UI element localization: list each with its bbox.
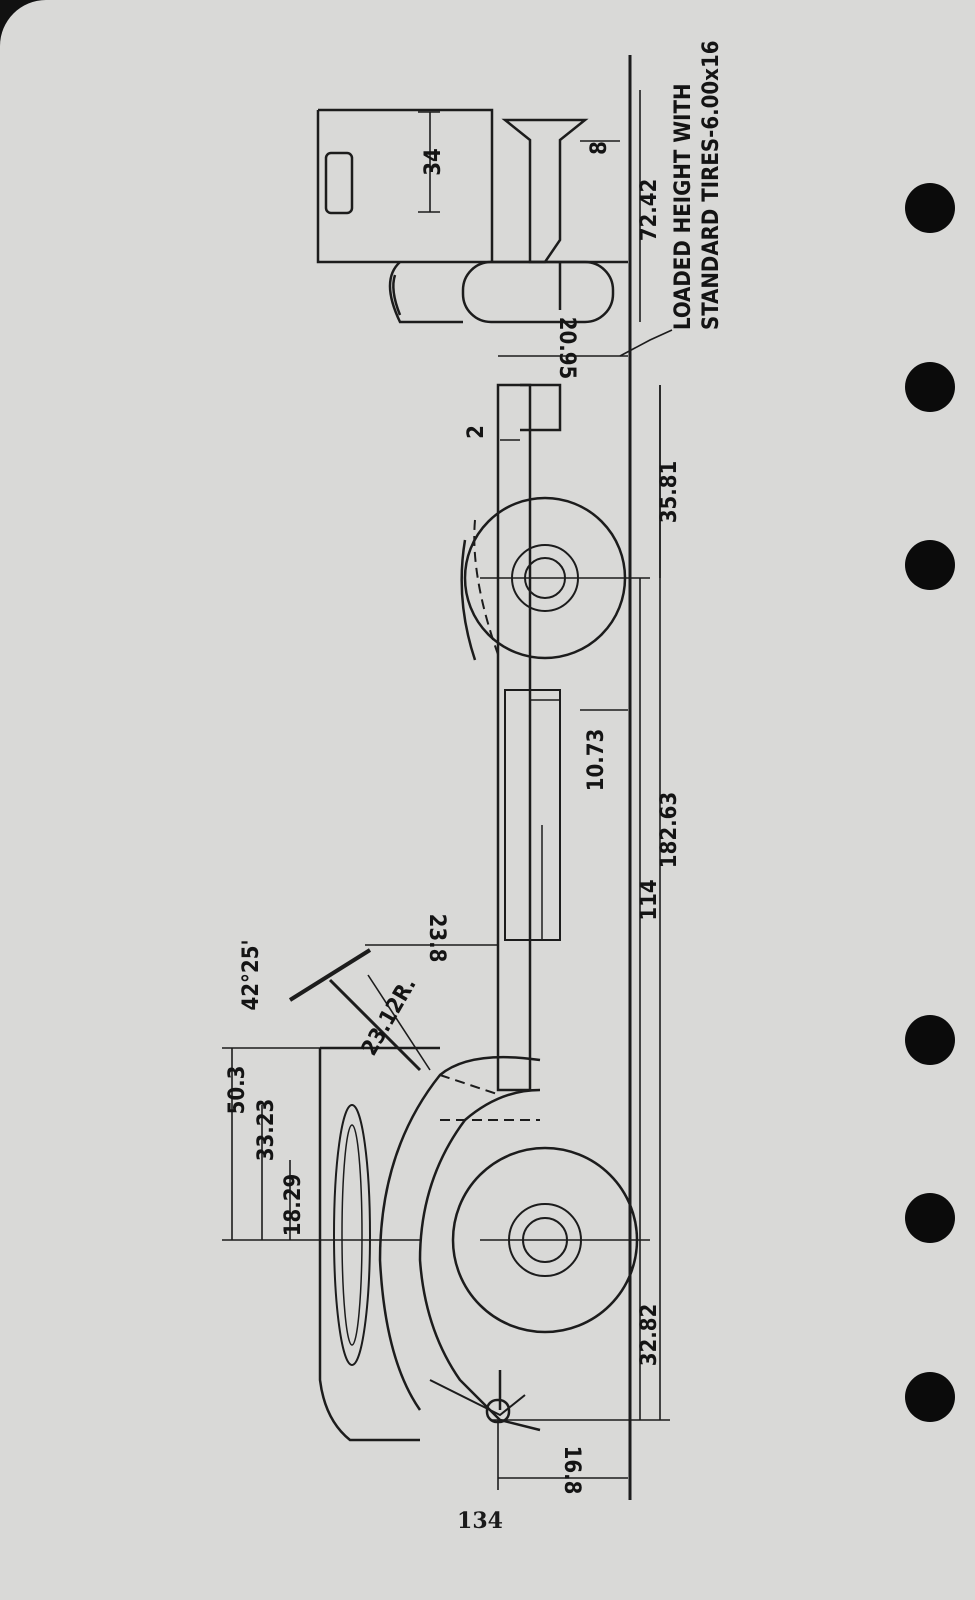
dim-8: 8: [587, 141, 612, 155]
dim-10-73: 10.73: [584, 729, 609, 792]
dim-42-25: 42°25': [239, 939, 264, 1010]
loaded-height-note-line1: LOADED HEIGHT WITH: [671, 83, 696, 330]
dim-182-63: 182.63: [657, 792, 682, 868]
dim-33-23: 33.23: [254, 1099, 279, 1162]
dim-50-3: 50.3: [225, 1066, 250, 1115]
dimension-lines: [222, 90, 673, 1490]
dim-72-42: 72.42: [637, 179, 662, 242]
dim-32-82: 32.82: [637, 1304, 662, 1367]
loaded-height-note-line2: STANDARD TIRES-6.00x16: [699, 41, 724, 331]
rear-view: [316, 108, 628, 324]
dim-23-8: 23.8: [424, 914, 449, 963]
side-view: [288, 383, 639, 1442]
binder-hole-2: [905, 362, 955, 412]
dim-16-8: 16.8: [559, 1446, 584, 1495]
binder-hole-4: [905, 1015, 955, 1065]
page-number: 134: [457, 1508, 503, 1534]
binder-hole-6: [905, 1372, 955, 1422]
binder-hole-1: [905, 183, 955, 233]
dim-114: 114: [637, 879, 662, 920]
dim-34: 34: [421, 148, 446, 176]
dim-20-95: 20.95: [554, 317, 579, 380]
dim-18-29: 18.29: [281, 1174, 306, 1237]
dim-35-81: 35.81: [657, 461, 682, 524]
binder-hole-5: [905, 1193, 955, 1243]
binder-hole-3: [905, 540, 955, 590]
dim-2: 2: [464, 425, 489, 439]
